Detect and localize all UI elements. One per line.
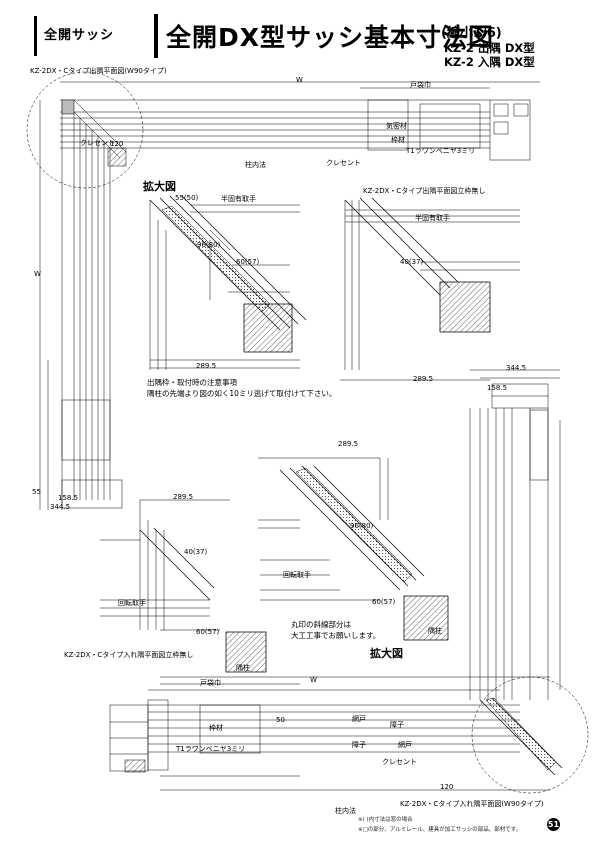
title-scale: (縮小1/6) <box>441 26 502 41</box>
label-pillar-1: 隅柱 <box>428 627 442 635</box>
dim-w-top: W <box>296 76 303 84</box>
hatch-note-line1: 丸印の斜線部分は <box>291 620 351 629</box>
dim-55-50-upper: 55(50) <box>175 194 199 202</box>
dim-door-pocket-bottom: 戸袋巾 <box>200 679 221 687</box>
dim-289-5-upper: 289.5 <box>196 362 217 370</box>
caption-inner-no-frame: KZ-2DX・Cタイプ入れ隅平面図立枠無し <box>64 651 194 659</box>
label-door-b-1: 網戸 <box>352 715 366 723</box>
dim-289-5-lower: 289.5 <box>173 493 194 501</box>
title-bar <box>154 14 158 58</box>
dim-60-57-upper: 60(57) <box>236 258 260 266</box>
label-crescent-top: クレセント <box>80 139 115 147</box>
dim-344-5-left: 344.5 <box>50 503 71 511</box>
label-crescent-bottom: クレセント <box>382 758 417 766</box>
dim-w-bottom: W <box>310 676 317 684</box>
dim-158-5-left: 158.5 <box>58 494 79 502</box>
label-door-a-2: 障子 <box>352 741 366 749</box>
header-bar <box>34 16 37 56</box>
label-crescent-top-right: クレセント <box>326 159 361 167</box>
mounting-note-body: 隅柱の先端より図の如く10ミリ逃げて取付けて下さい。 <box>147 389 337 398</box>
label-half-fixed-hand-1: 半固有取手 <box>221 195 256 203</box>
dim-96-80-lower: 96(80) <box>350 522 374 530</box>
footer-note-1: ※( )内寸法は窓の場合 <box>358 817 413 823</box>
dim-289-5-mid: 289.5 <box>338 440 359 448</box>
label-frame-bottom: 枠材 <box>209 724 223 732</box>
dim-120-bottom: 120 <box>440 783 454 791</box>
label-fixed-top: 気密材 <box>386 122 407 130</box>
label-door-b-2: 網戸 <box>398 741 412 749</box>
mounting-note-title: 出隅枠・取付時の注意事項 <box>147 378 237 387</box>
label-rotating-hand-2: 回転取手 <box>118 599 146 607</box>
dim-60-57-left: 60(57) <box>196 628 220 636</box>
label-door-a-1: 障子 <box>390 721 404 729</box>
caption-inner-w90: KZ-2DX・Cタイプ入れ隅平面図(W90タイプ) <box>400 800 544 808</box>
label-rotating-hand-1: 回転取手 <box>283 571 311 579</box>
dim-w-left: W <box>34 270 41 278</box>
dim-pillar-inner-bottom: 柱内法 <box>335 807 356 815</box>
caption-outer-w90: KZ-2DX・Cタイプ出隅平面図(W90タイプ) <box>30 67 167 75</box>
dim-40-37-right: 40(37) <box>400 258 424 266</box>
page-number: 51 <box>547 818 560 831</box>
dim-96-80-upper: 96(80) <box>197 241 221 249</box>
hatch-note-line2: 大工工事でお願いします。 <box>291 631 381 640</box>
dim-pillar-inner-top: 柱内法 <box>245 161 266 169</box>
label-t1-bottom: T1ラワンベニヤ3ミリ <box>176 745 246 753</box>
label-frame-top: 枠材 <box>391 136 405 144</box>
label-pillar-2: 隅柱 <box>236 664 250 672</box>
dim-120-top: 120 <box>110 140 124 148</box>
footer-note-2: ※□の部分、アルミレール、建具が加工サッシの部品、部材です。 <box>358 827 522 833</box>
label-t1-top: T1ラワンベニヤ3ミリ <box>406 147 476 155</box>
dim-60-57-lower: 60(57) <box>372 598 396 606</box>
dim-344-5-right: 344.5 <box>506 364 527 372</box>
dim-289-5-right: 289.5 <box>413 375 434 383</box>
page-title: 全開DX型サッシ基本寸法図 <box>166 23 495 52</box>
dim-55: 55 <box>32 488 41 496</box>
caption-enlarged-bottom: 拡大図 <box>370 647 403 660</box>
dim-door-pocket-top: 戸袋巾 <box>410 81 431 89</box>
dim-158-5-right: 158.5 <box>487 384 508 392</box>
title-model-outer: KZ-2 出隅 DX型 <box>444 41 535 55</box>
dim-50-bottom: 50 <box>276 716 285 724</box>
dim-40-37-lower: 40(37) <box>184 548 208 556</box>
label-half-fixed-hand-2: 半固有取手 <box>415 214 450 222</box>
title-model-inner: KZ-2 入隅 DX型 <box>444 55 535 69</box>
caption-enlarged-top: 拡大図 <box>143 180 176 193</box>
section-label: 全開サッシ <box>44 28 115 43</box>
caption-outer-no-frame: KZ-2DX・Cタイプ出隅平面図立枠無し <box>363 187 486 195</box>
